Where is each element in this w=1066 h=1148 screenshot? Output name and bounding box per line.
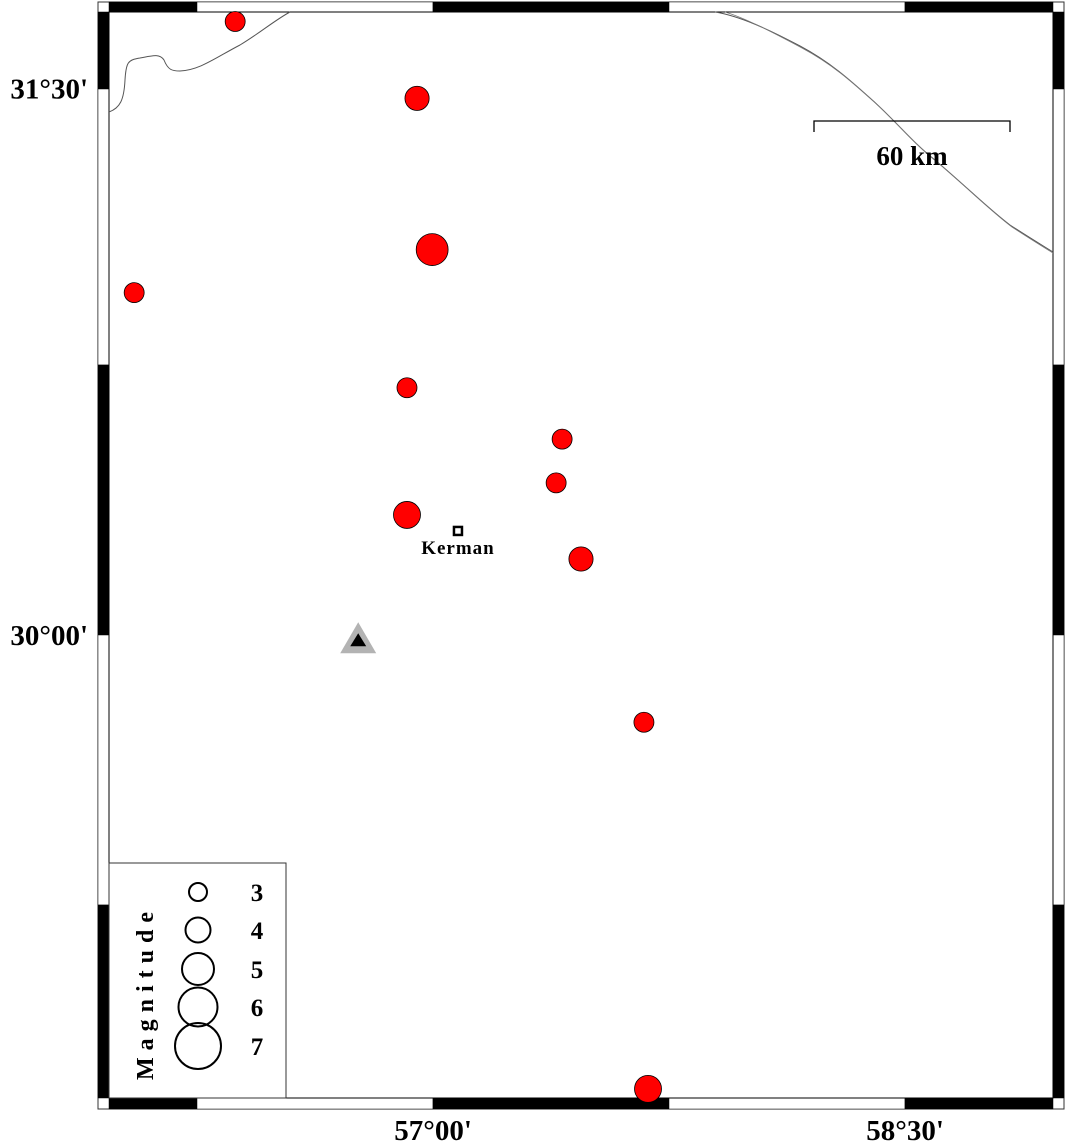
lon-label-57-00: 57°00': [394, 1115, 472, 1147]
earthquake-event-marker: [224, 11, 246, 32]
legend-item-label: 7: [251, 1034, 264, 1061]
legend-item-label: 5: [251, 957, 264, 984]
legend-circle-icon: [184, 916, 212, 944]
earthquake-event-marker: [393, 501, 421, 529]
legend-circle-icon: [174, 1022, 222, 1070]
legend-item-label: 4: [251, 918, 264, 945]
frame-segment-bottom: [108, 1097, 198, 1110]
frame-segment-right: [1052, 634, 1065, 906]
lat-label-31-30: 31°30': [10, 74, 88, 106]
earthquake-event-marker: [551, 428, 573, 450]
seismic-station: [340, 622, 377, 654]
frame-segment-right: [1052, 904, 1065, 1099]
earthquake-event-marker: [568, 546, 594, 572]
legend-circle-icon: [177, 986, 219, 1028]
frame-segment-left: [97, 634, 110, 906]
border-line-northwest: [108, 11, 291, 113]
frame-segment-top: [432, 1, 670, 13]
earthquake-events: [123, 11, 662, 1103]
city-marker-icon: [452, 525, 464, 537]
legend-circle-icon: [181, 952, 215, 986]
earthquake-event-marker: [404, 85, 430, 111]
frame-segment-left: [97, 88, 110, 366]
scale-bar: 60 km: [813, 120, 1011, 171]
frame-segment-right: [1052, 88, 1065, 366]
frame-segment-right: [1052, 11, 1065, 90]
city-kerman: Kerman: [421, 525, 495, 559]
station-inner-triangle-icon: [350, 633, 367, 647]
frame-segment-left: [97, 11, 110, 90]
scale-bar-label: 60 km: [876, 141, 948, 171]
lat-label-30-00: 30°00': [10, 620, 88, 652]
legend-title: Magnitude: [133, 905, 159, 1080]
frame-segment-left: [97, 904, 110, 1099]
earthquake-event-marker: [634, 1074, 662, 1103]
legend-circle-icon: [188, 882, 208, 902]
earthquake-event-marker: [545, 472, 567, 494]
city-label: Kerman: [421, 538, 495, 559]
earthquake-event-marker: [396, 377, 418, 399]
frame-segment-top: [904, 1, 1054, 13]
frame-segment-top: [668, 1, 906, 13]
frame-segment-top: [196, 1, 434, 13]
frame-segment-top: [108, 1, 198, 13]
legend-item-label: 6: [251, 995, 264, 1022]
border-line-northeast-2: [724, 11, 1054, 254]
frame-segment-bottom: [432, 1097, 670, 1110]
frame-segment-bottom: [668, 1097, 906, 1110]
frame-segment-bottom: [904, 1097, 1054, 1110]
frame-segment-left: [97, 364, 110, 636]
earthquake-event-marker: [415, 233, 449, 266]
frame-segment-bottom: [196, 1097, 434, 1110]
lon-label-58-30: 58°30': [866, 1115, 944, 1147]
earthquake-event-marker: [633, 711, 655, 733]
legend-item-label: 3: [251, 880, 264, 907]
frame-segment-right: [1052, 364, 1065, 636]
earthquake-event-marker: [123, 282, 145, 304]
magnitude-legend: Magnitude 3 4 5 6 7: [108, 862, 287, 1099]
